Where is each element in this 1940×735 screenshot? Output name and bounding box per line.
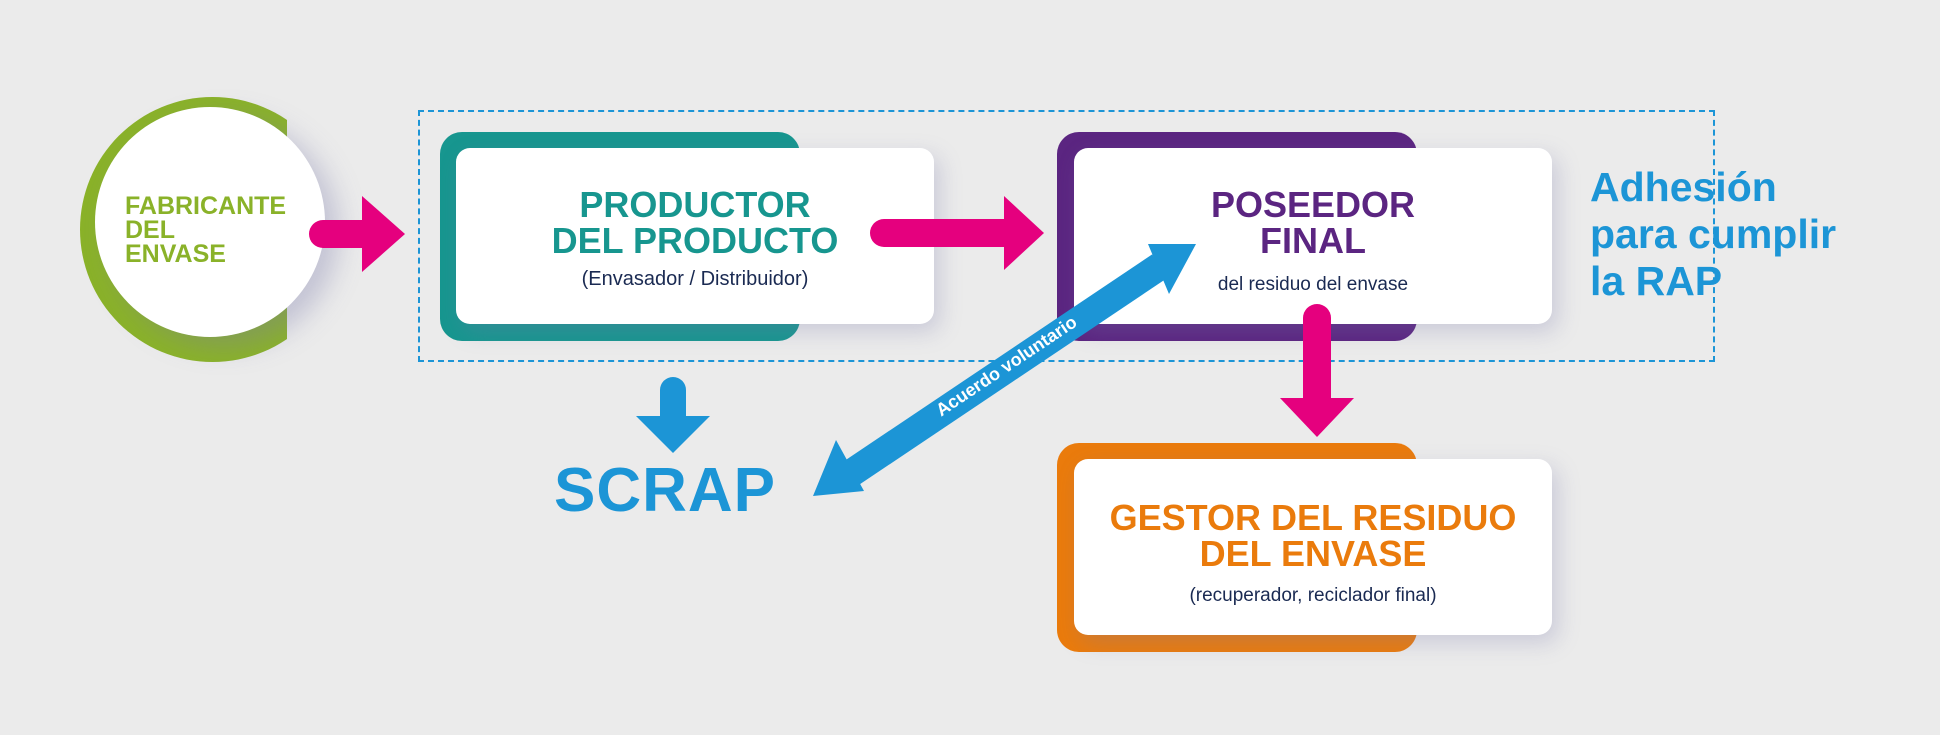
scrap-label: SCRAP [554,456,777,525]
poseedor-box [1074,148,1552,324]
productor-subtitle: (Envasador / Distribuidor) [581,268,809,290]
arrow-productor-to-scrap [636,377,710,453]
gestor-title: GESTOR DEL RESIDUO DEL ENVASE [1109,497,1517,574]
poseedor-title: POSEEDOR FINAL [1210,184,1416,261]
arrow-fabricante-to-productor [309,196,405,272]
arrow-poseedor-to-gestor [1280,304,1354,437]
fabricante-label: FABRICANTE DEL ENVASE [125,192,287,268]
gestor-subtitle: (recuperador, reciclador final) [1189,585,1437,606]
arrowhead-to-poseedor [1148,244,1196,294]
arrow-acuerdo-voluntario: Acuerdo voluntario [813,244,1196,496]
productor-title: PRODUCTOR DEL PRODUCTO [551,184,839,261]
gestor-box [1074,459,1552,635]
poseedor-subtitle: del residuo del envase [1217,274,1409,295]
rap-adhesion-group [418,110,1715,362]
productor-box [456,148,934,324]
arrow-productor-to-poseedor [870,196,1044,270]
adhesion-rap-label: Adhesión para cumplir la RAP [1590,164,1837,304]
arrowhead-to-scrap [813,440,864,496]
fabricante-circle [95,107,325,337]
acuerdo-voluntario-label: Acuerdo voluntario [932,312,1080,420]
